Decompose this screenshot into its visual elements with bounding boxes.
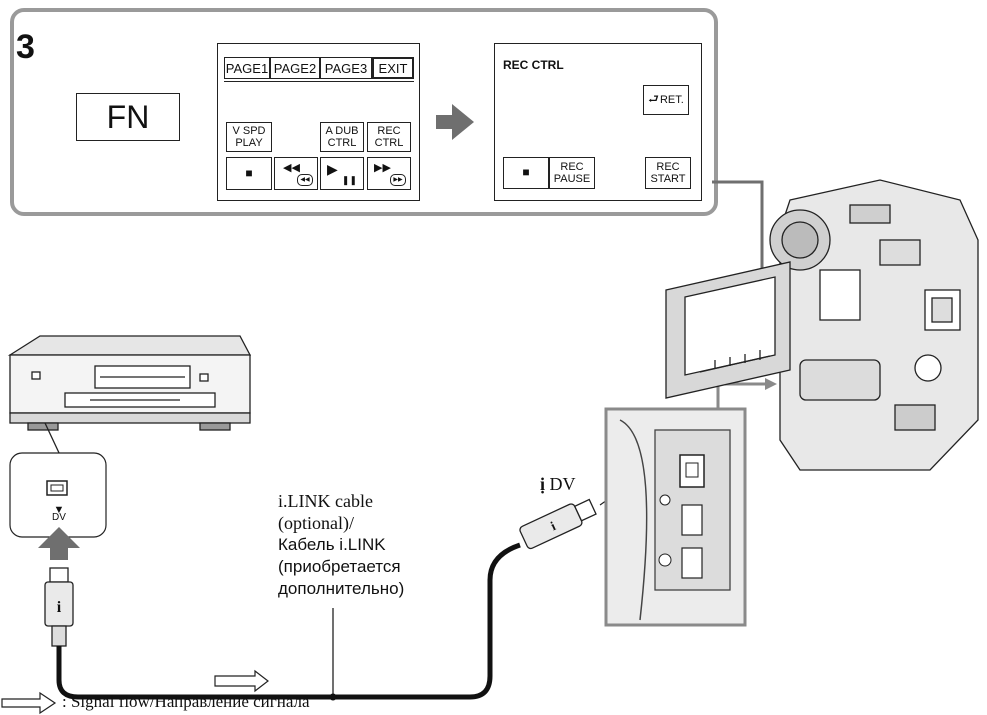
legend-arrow-icon [1,691,57,715]
tab-page1[interactable]: PAGE1 [224,57,270,79]
camera-plug-icon: i [519,498,597,550]
legend-text: : Signal flow/Направление сигнала [62,692,310,711]
tab-underline [224,81,414,82]
rec-ctrl-button[interactable]: REC CTRL [367,122,411,152]
cable-caption: i.LINK cable (optional)/ Кабель i.LINK (… [278,490,468,600]
vcr-plug-icon: i [44,567,74,647]
camera-jack-closeup [604,407,747,627]
rec-ctrl-title: REC CTRL [503,58,564,72]
ctrl-label: CTRL [327,137,357,149]
play-label: PLAY [235,137,263,149]
fast-forward-small-icon: ▶▶ [390,174,406,186]
v-spd-label: V SPD [232,124,266,137]
cable-caption-line3: Кабель i.LINK [278,535,386,554]
camera-dv-port-label: ị DV [540,474,576,495]
return-arrow-icon: ⮐ [648,92,659,107]
rec-label: REC [656,160,680,173]
tab-page2[interactable]: PAGE2 [270,57,320,79]
cable-caption-line4: (приобретается [278,557,401,576]
fast-forward-button[interactable]: ▶▶ ▶▶ [367,157,411,190]
vcr-illustration [7,335,252,456]
stop-button[interactable]: ■ [503,157,549,189]
fn-button[interactable]: FN [76,93,180,141]
tab-exit[interactable]: EXIT [372,57,414,79]
pause-label: PAUSE [553,173,591,185]
closeup-pointer-arrow-icon [765,378,777,390]
return-label: RET. [659,93,684,106]
rewind-button[interactable]: ◀◀ ◀◀ [274,157,318,190]
v-spd-play-button[interactable]: V SPD PLAY [226,122,272,152]
cable-caption-line2: (optional)/ [278,513,354,533]
vcr-dv-port-callout [9,452,107,538]
closeup-pointer-line [716,382,765,409]
vcr-dv-label: DV [52,512,66,523]
callout-line [712,180,764,330]
pause-icon: ❚❚ [341,175,357,186]
fast-forward-icon: ▶▶ [374,162,391,174]
play-pause-button[interactable]: ▶ ❚❚ [320,157,364,190]
i-link-icon: ị [540,474,546,494]
cable-caption-line5: дополнительно) [278,579,405,598]
rec-pause-button[interactable]: REC PAUSE [549,157,595,189]
stop-button[interactable]: ■ [226,157,272,190]
vcr-port-marker: ▼ [53,504,65,516]
a-dub-ctrl-button[interactable]: A DUB CTRL [320,122,364,152]
rec-start-button[interactable]: REC START [645,157,691,189]
return-button[interactable]: ⮐ RET. [643,85,689,115]
rec-label: REC [377,124,401,137]
svg-text:i: i [57,599,62,616]
rec-label: REC [560,160,584,173]
cable-leader-dot [329,693,337,701]
menu-screen: PAGE1 PAGE2 PAGE3 EXIT V SPD PLAY A DUB … [217,43,420,201]
cable-caption-line1: i.LINK cable [278,491,373,511]
rewind-small-icon: ◀◀ [297,174,313,186]
rec-ctrl-screen: REC CTRL ⮐ RET. ■ REC PAUSE REC START [494,43,702,201]
camera-dv-label: DV [549,474,576,494]
a-dub-label: A DUB [325,124,359,137]
ctrl-label: CTRL [374,137,404,149]
camcorder-illustration [665,179,979,471]
start-label: START [650,173,686,185]
svg-text:i: i [548,518,558,533]
step-number: 3 [16,28,35,66]
rewind-icon: ◀◀ [283,162,300,174]
tab-page3[interactable]: PAGE3 [320,57,372,79]
signal-flow-arrow-icon [214,669,269,693]
signal-in-arrow-icon [38,527,80,560]
play-icon: ▶ [327,161,338,177]
